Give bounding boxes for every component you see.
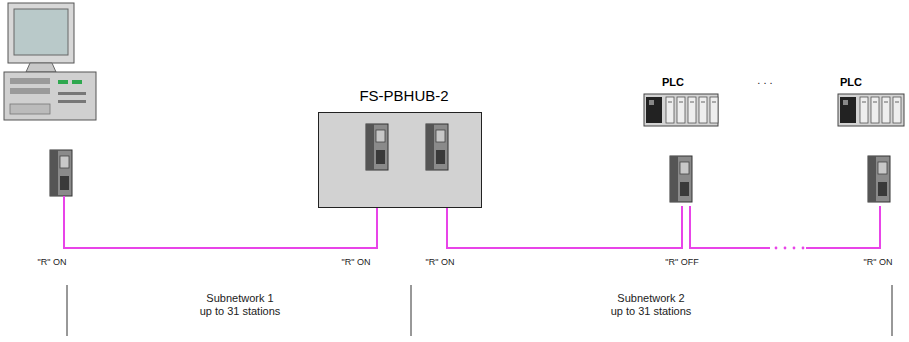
hub-box: FS-PBHUB-2 (318, 86, 490, 208)
bus-cable-line (447, 206, 682, 248)
plc-device: PLC (832, 72, 905, 206)
terminator-state: "R" ON (424, 257, 457, 267)
hub-title: FS-PBHUB-2 (318, 86, 490, 106)
terminator-state: "R" ON (340, 257, 373, 267)
device-label: PLC (832, 72, 905, 92)
terminator-state: "R" ON (862, 257, 895, 267)
boundary-tick (411, 285, 412, 336)
hub-housing (318, 86, 482, 208)
cable-gap (770, 246, 806, 250)
bus-cable (447, 206, 682, 248)
subnetwork-note: up to 31 stations (198, 305, 283, 317)
plc-illustration (832, 72, 905, 206)
plc-device: PLC (640, 72, 722, 206)
cable-dot (784, 247, 787, 250)
subnetwork-note: Subnetwork 2 (615, 292, 686, 304)
bus-cable-line (690, 206, 880, 248)
computer-illustration (4, 3, 96, 120)
device-label: PLC (640, 72, 722, 92)
terminator-state: "R" OFF (663, 257, 700, 267)
bus-cable (690, 206, 880, 249)
terminator-state: "R" ON (36, 257, 69, 267)
cable-dot (775, 247, 778, 250)
boundary-tick (67, 285, 68, 336)
subnetwork-note: Subnetwork 1 (204, 292, 275, 304)
plc-illustration (640, 72, 722, 206)
cable-dot (802, 247, 805, 250)
boundary-tick (892, 285, 893, 336)
cable-dot (793, 247, 796, 250)
ellipsis: . . . (755, 74, 774, 86)
bus-connector (50, 150, 72, 196)
subnetwork-note: up to 31 stations (609, 305, 694, 317)
